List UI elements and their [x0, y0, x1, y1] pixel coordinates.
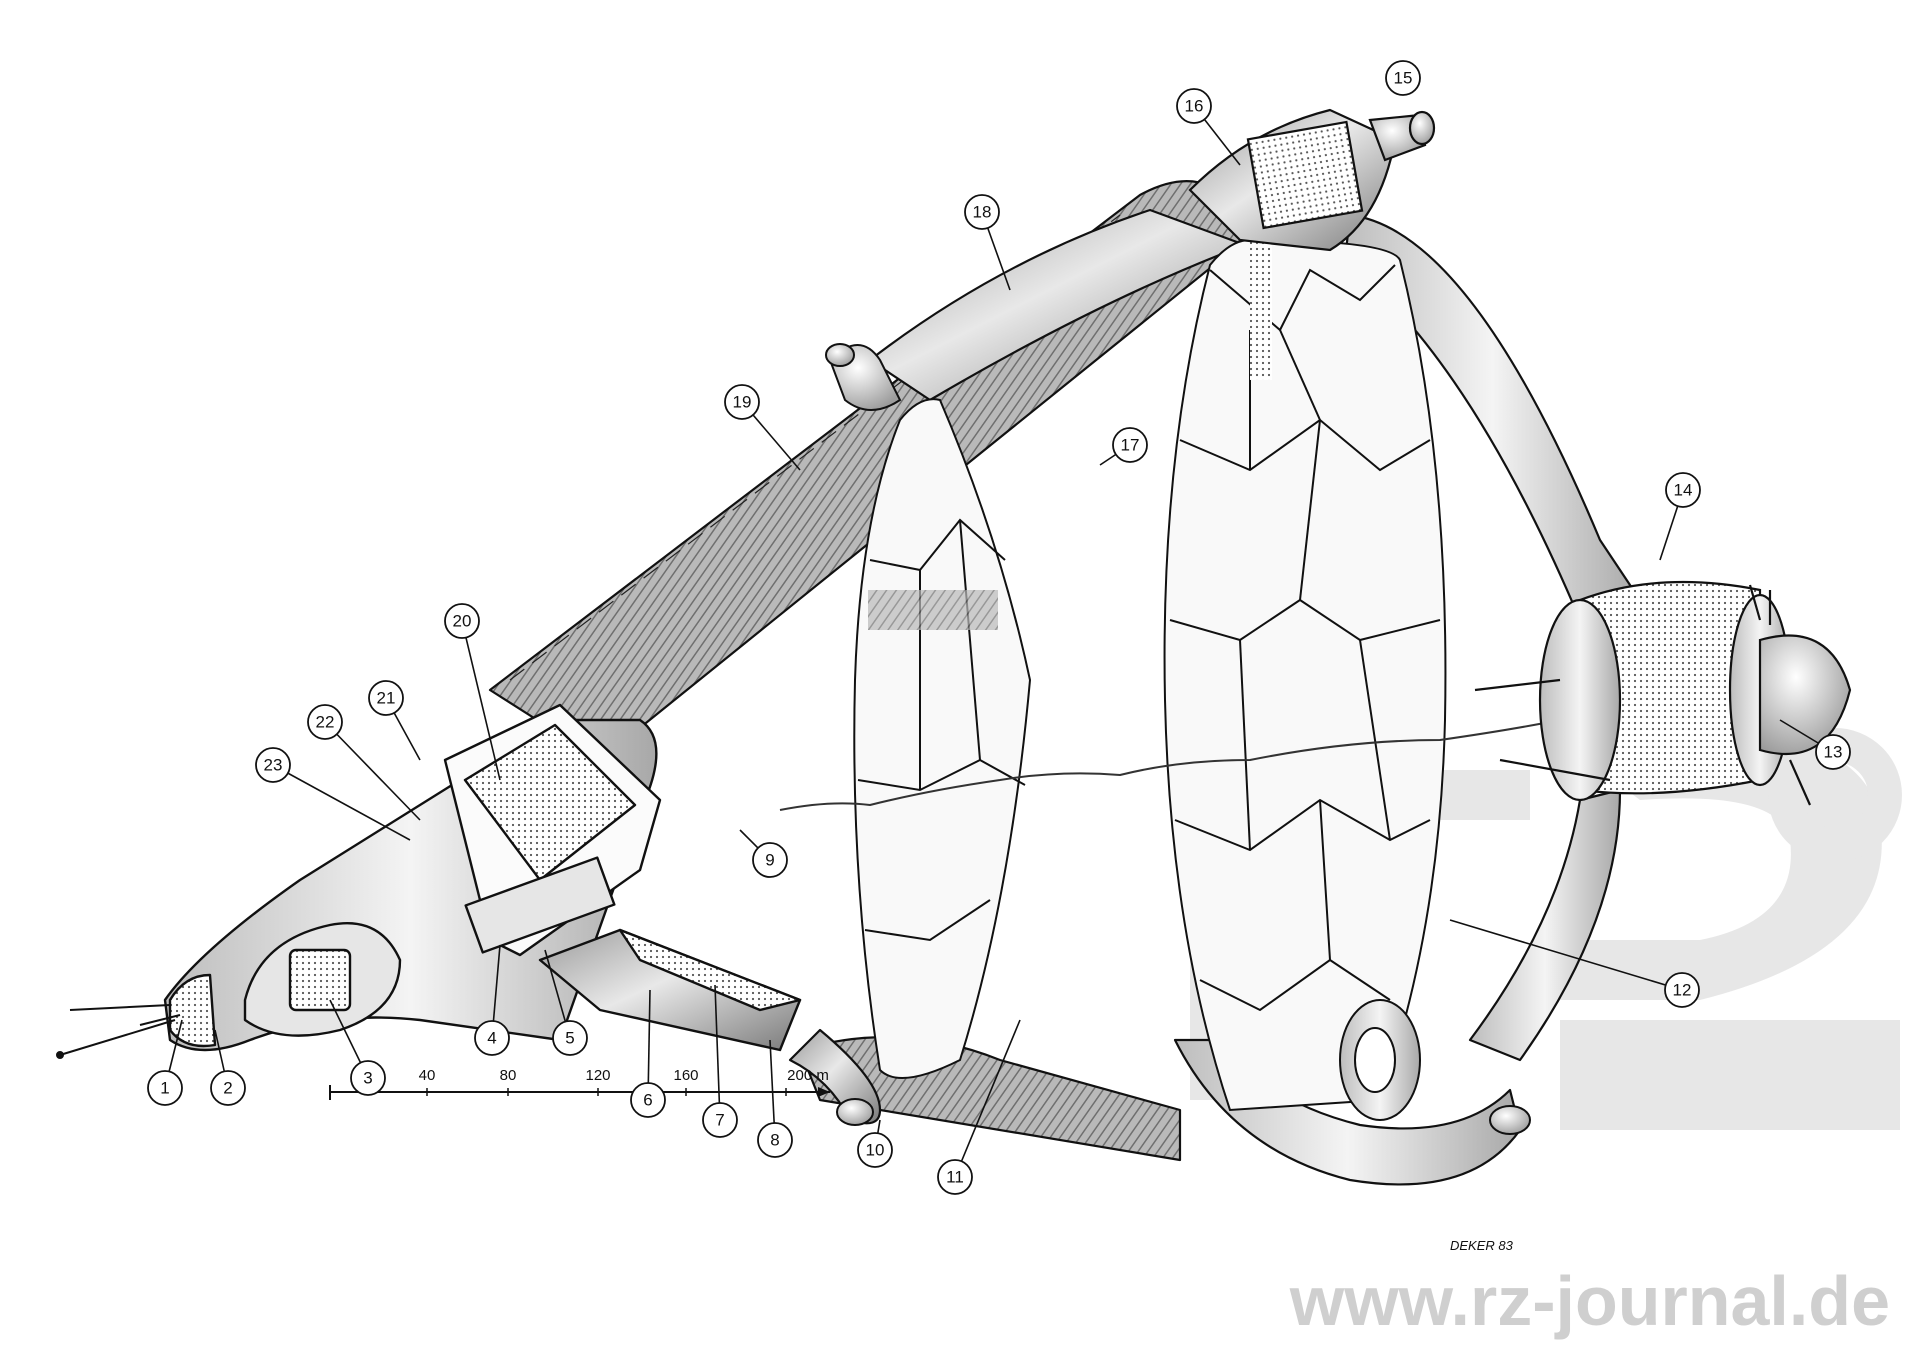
callout-number: 3 — [363, 1069, 372, 1088]
callout-circle — [1665, 472, 1701, 508]
crystal-pod-small — [853, 398, 1032, 1079]
callout-9: 9 — [752, 842, 788, 878]
engine-hub — [1474, 580, 1852, 806]
callout-number: 9 — [765, 851, 774, 870]
callout-circle — [368, 680, 404, 716]
scale-tick-label: 160 — [673, 1067, 698, 1084]
hull-structure — [488, 180, 1642, 1186]
callout-20: 20 — [444, 603, 480, 639]
callout-16: 16 — [1176, 88, 1212, 124]
callout-18: 18 — [964, 194, 1000, 230]
callout-number: 11 — [946, 1168, 964, 1187]
callout-leader-12 — [1449, 919, 1683, 991]
energy-beams — [779, 719, 1561, 811]
callout-circle — [1664, 972, 1700, 1008]
thruster-bells — [836, 999, 1531, 1135]
callout-number: 7 — [715, 1111, 724, 1130]
callout-number: 2 — [223, 1079, 232, 1098]
callout-number: 19 — [733, 393, 752, 412]
callout-5: 5 — [552, 1020, 588, 1056]
scale-tick-label: 80 — [500, 1067, 517, 1084]
callout-10: 10 — [857, 1132, 893, 1168]
callout-leader-22 — [324, 721, 421, 821]
callout-number: 20 — [453, 612, 472, 631]
callout-circle — [1176, 88, 1212, 124]
callout-3: 3 — [350, 1060, 386, 1096]
callout-circle — [702, 1102, 738, 1138]
callout-12: 12 — [1664, 972, 1700, 1008]
callout-number: 5 — [565, 1029, 574, 1048]
callout-circle — [255, 747, 291, 783]
callout-number: 6 — [643, 1091, 652, 1110]
callout-circle — [1112, 427, 1148, 463]
callout-11: 11 — [937, 1159, 973, 1195]
callout-number: 22 — [316, 713, 335, 732]
callout-circle — [937, 1159, 973, 1195]
callout-17: 17 — [1112, 427, 1148, 463]
callout-number: 23 — [264, 756, 283, 775]
scale-tick-label: 200 m — [787, 1067, 829, 1084]
callout-21: 21 — [368, 680, 404, 716]
callout-circle — [350, 1060, 386, 1096]
upper-tip-pod — [825, 343, 902, 411]
forward-hull — [163, 703, 802, 1052]
callout-8: 8 — [757, 1122, 793, 1158]
callout-circle — [752, 842, 788, 878]
callout-circle — [147, 1070, 183, 1106]
callout-circle — [552, 1020, 588, 1056]
artist-signature: DEKER 83 — [1450, 1238, 1514, 1253]
callout-4: 4 — [474, 1020, 510, 1056]
scale-tick-label: 40 — [419, 1067, 436, 1084]
callout-22: 22 — [307, 704, 343, 740]
callout-23: 23 — [255, 747, 291, 783]
callout-number: 4 — [487, 1029, 496, 1048]
callout-number: 21 — [377, 689, 396, 708]
callout-circle — [630, 1082, 666, 1118]
callout-7: 7 — [702, 1102, 738, 1138]
callout-13: 13 — [1815, 734, 1851, 770]
callout-2: 2 — [210, 1070, 246, 1106]
callout-number: 10 — [866, 1141, 885, 1160]
watermark-url: www.rz-journal.de — [1289, 1262, 1890, 1340]
callout-1: 1 — [147, 1070, 183, 1106]
callout-leader-23 — [272, 764, 411, 841]
callout-14: 14 — [1665, 472, 1701, 508]
signature-text: DEKER 83 — [1450, 1238, 1514, 1253]
callout-circle — [757, 1122, 793, 1158]
callout-circle — [444, 603, 480, 639]
callout-15: 15 — [1385, 60, 1421, 96]
callout-number: 12 — [1673, 981, 1692, 1000]
callout-circle — [1385, 60, 1421, 96]
callout-leader-20 — [461, 620, 501, 781]
callout-leader-11 — [954, 1019, 1021, 1178]
nose-antennas — [56, 1004, 181, 1059]
callout-number: 14 — [1674, 481, 1693, 500]
callout-number: 18 — [973, 203, 992, 222]
crystal-pod-large — [1163, 238, 1447, 1112]
callout-number: 16 — [1185, 97, 1204, 116]
callout-circle — [1815, 734, 1851, 770]
callout-circle — [857, 1132, 893, 1168]
callout-6: 6 — [630, 1082, 666, 1118]
scale-tick-label: 120 — [585, 1067, 610, 1084]
scale-bar: 40 80 120 160 200 m — [329, 1067, 830, 1100]
callout-circle — [210, 1070, 246, 1106]
callout-leader-6 — [647, 989, 651, 1101]
callout-circle — [307, 704, 343, 740]
callout-number: 15 — [1394, 69, 1413, 88]
callout-circle — [724, 384, 760, 420]
callout-19: 19 — [724, 384, 760, 420]
callout-number: 17 — [1121, 436, 1140, 455]
callout-number: 8 — [770, 1131, 779, 1150]
callout-circle — [474, 1020, 510, 1056]
callout-circle — [964, 194, 1000, 230]
callout-number: 13 — [1824, 743, 1843, 762]
callout-leader-7 — [714, 984, 721, 1121]
callout-number: 1 — [160, 1079, 169, 1098]
